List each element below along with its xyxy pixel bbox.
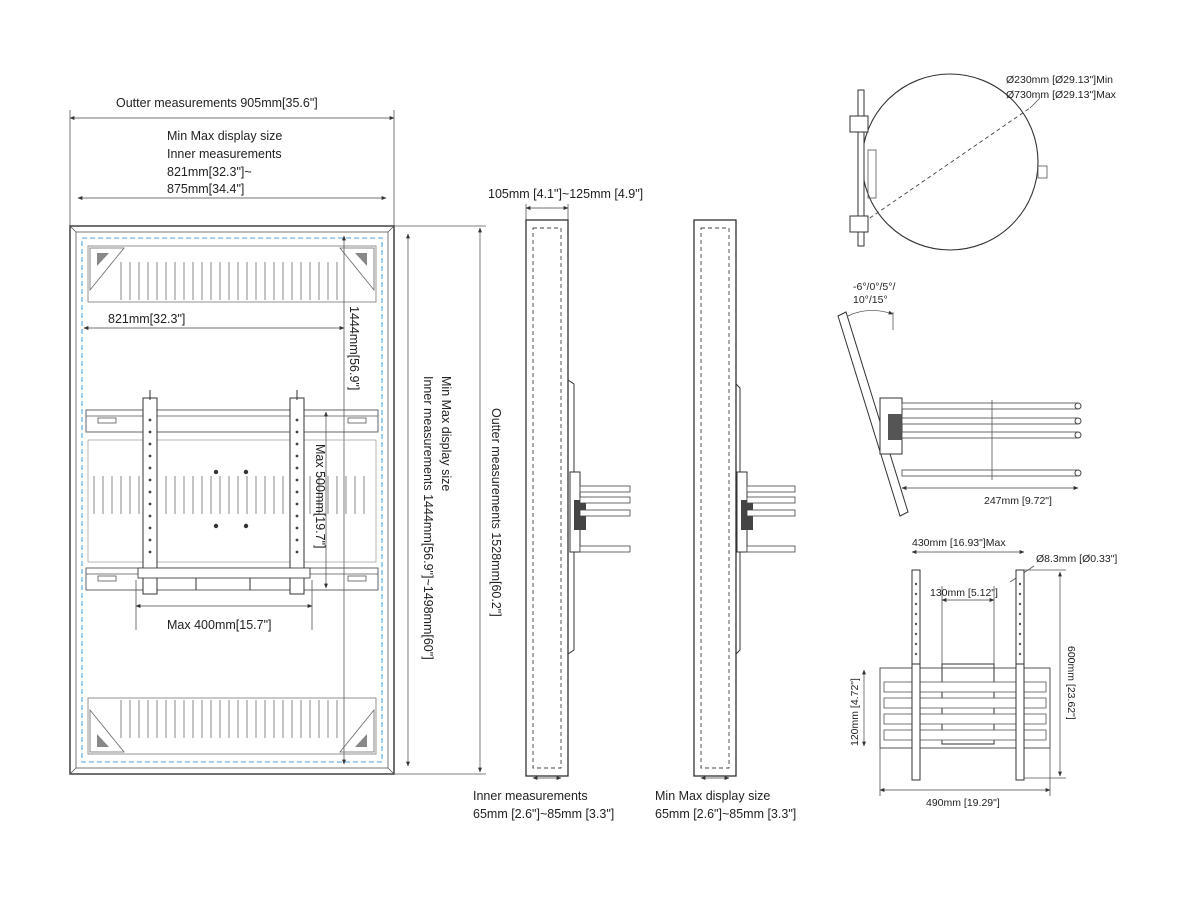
tilt-depth-label: 247mm [9.72"] <box>984 495 1052 507</box>
corner-gusset-mark <box>355 253 367 266</box>
side-arms-left <box>579 485 631 553</box>
front-view: Outter measurements 905mm[35.6"] Min Max… <box>69 96 503 775</box>
tilt-hinge <box>888 414 902 440</box>
tilt-angles-1: -6°/0°/5°/ <box>853 281 895 293</box>
vesa-hole <box>243 469 249 475</box>
tilt-arms <box>901 402 1082 477</box>
middle-panel <box>87 439 377 563</box>
base-width-label: 490mm [19.29"] <box>926 797 1000 809</box>
corner-gusset <box>339 247 375 292</box>
rotation-view: Ø230mm [Ø29.13"]Min Ø730mm [Ø29.13"]Max <box>849 73 1117 251</box>
corner-gusset-mark <box>97 253 109 266</box>
bottom-vent-panel <box>87 697 377 755</box>
rotation-max-label: Ø730mm [Ø29.13"]Max <box>1006 89 1117 101</box>
vesa-bracket-right <box>289 397 305 595</box>
inner-min-label: 821mm[32.3"]~ <box>167 165 252 179</box>
display-area-outline <box>81 237 383 763</box>
rotation-post <box>857 89 865 247</box>
bracket-rail <box>883 713 1047 725</box>
side-profile-left <box>525 219 569 777</box>
right-caption-1: Min Max display size <box>655 789 770 803</box>
bracket-post-overlay <box>1015 663 1025 781</box>
bracket-rail <box>883 697 1047 709</box>
rail-slot <box>97 417 117 424</box>
side-label-1: Min Max display size <box>439 376 453 491</box>
tilt-arc <box>847 310 894 317</box>
bottom-vents <box>120 700 342 738</box>
bracket-width-label: 430mm [16.93"]Max <box>912 537 1006 549</box>
corner-gusset <box>339 708 375 753</box>
left-caption-1: Inner measurements <box>473 789 588 803</box>
side-inner-right <box>700 227 730 769</box>
inner-height-label: 1444mm[56.9"] <box>347 306 361 390</box>
side-label-2: Inner measurements 1444mm[56.9"]~1498mm[… <box>421 376 435 660</box>
rail-slot <box>347 575 367 582</box>
corner-line <box>69 225 77 233</box>
inner-title-2: Inner measurements <box>167 147 282 161</box>
bracket-rail <box>883 729 1047 741</box>
max-vesa-v-label: Max 500mm[19.7"] <box>313 444 327 548</box>
plate-height-label: 120mm [4.72"] <box>849 678 861 746</box>
left-caption-2: 65mm [2.6"]~85mm [3.3"] <box>473 807 614 821</box>
rotation-diameter <box>863 107 1031 223</box>
rail-slot <box>347 417 367 424</box>
center-label: 130mm [5.12"] <box>930 587 998 599</box>
bracket-crossbar <box>137 567 311 579</box>
tilt-angles-2: 10°/15° <box>853 294 888 306</box>
rotation-clamp <box>849 115 869 133</box>
corner-gusset-mark <box>355 734 367 747</box>
leader-line <box>1029 97 1041 109</box>
bracket-view: 430mm [16.93"]Max Ø8.3mm [Ø0.33"] 130mm … <box>849 537 1117 809</box>
side-inner-left <box>532 227 562 769</box>
corner-gusset <box>89 247 125 292</box>
bracket-post-overlay <box>911 663 921 781</box>
top-vents <box>120 262 342 300</box>
top-vent-panel <box>87 245 377 303</box>
outer-frame <box>69 225 395 775</box>
max-vesa-h-label: Max 400mm[15.7"] <box>167 618 271 632</box>
upper-rail <box>85 409 379 433</box>
outer-height-label: Outter measurements 1528mm[60.2"] <box>489 408 503 617</box>
corner-line <box>387 225 395 233</box>
hole-label: Ø8.3mm [Ø0.33"] <box>1036 553 1117 565</box>
corner-gusset-mark <box>97 734 109 747</box>
corner-line <box>387 767 395 775</box>
inner-max-label: 875mm[34.4"] <box>167 182 244 196</box>
rotation-min-label: Ø230mm [Ø29.13"]Min <box>1006 74 1113 86</box>
tilted-display <box>837 311 909 517</box>
bracket-hole-column <box>148 418 299 554</box>
vesa-bracket-left <box>142 397 158 595</box>
vesa-hole <box>243 523 249 529</box>
bracket-frame <box>879 667 1051 749</box>
rotation-tab <box>1037 165 1048 179</box>
side-profile-right <box>693 219 737 777</box>
bracket-rail <box>883 681 1047 693</box>
vesa-hole <box>213 523 219 529</box>
rail-slot <box>97 575 117 582</box>
vesa-hole <box>213 469 219 475</box>
outer-width-label: Outter measurements 905mm[35.6"] <box>116 96 318 110</box>
right-caption-2: 65mm [2.6"]~85mm [3.3"] <box>655 807 796 821</box>
inner-width-label: 821mm[32.3"] <box>108 312 185 326</box>
depth-label: 105mm [4.1"]~125mm [4.9"] <box>488 187 643 201</box>
bracket-holes <box>914 582 1022 656</box>
inner-frame <box>75 231 389 769</box>
side-arms-right <box>746 485 796 553</box>
corner-gusset <box>89 708 125 753</box>
bracket-height-label: 600mm [23.62"] <box>1065 646 1077 720</box>
rotation-arm <box>867 149 877 199</box>
tilt-view: -6°/0°/5°/ 10°/15° 247mm [9.72"] <box>837 281 1082 517</box>
middle-vents <box>92 476 372 514</box>
corner-line <box>69 767 77 775</box>
inner-title-1: Min Max display size <box>167 129 282 143</box>
side-views: 105mm [4.1"]~125mm [4.9"] Inner measurem… <box>473 187 796 821</box>
rotation-clamp <box>849 215 869 233</box>
